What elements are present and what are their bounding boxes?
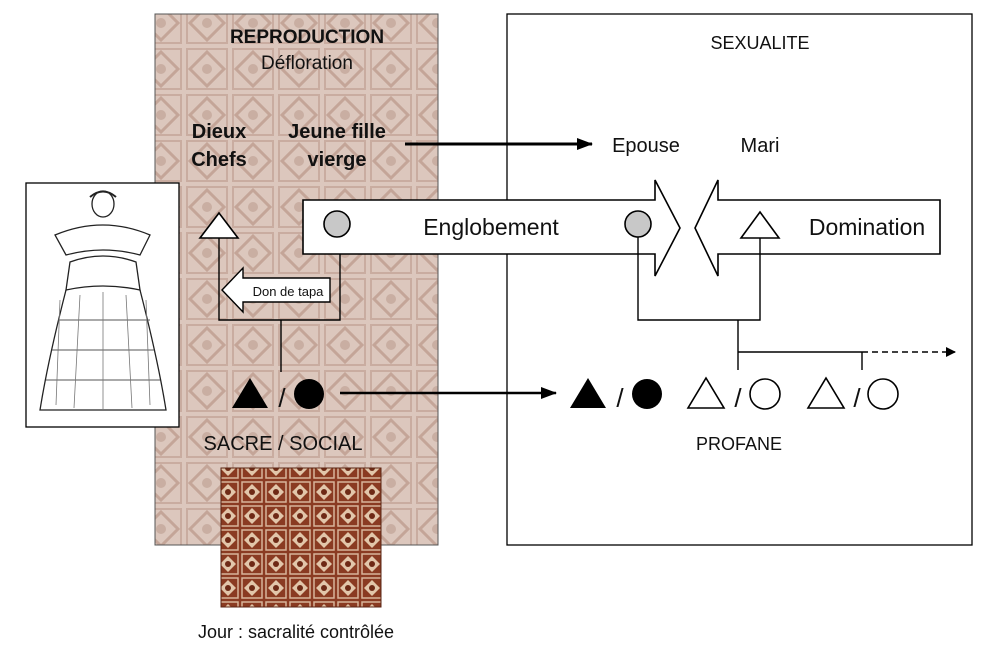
- girl-label-line2: vierge: [308, 149, 367, 171]
- caption-text: Jour : sacralité contrôlée: [198, 622, 394, 642]
- domination-label: Domination: [809, 214, 925, 240]
- reproduction-title: REPRODUCTION: [230, 27, 384, 48]
- profane-black-triangle: [570, 378, 606, 408]
- portrait-figure-image: [25, 182, 180, 428]
- profane-separator-1: /: [616, 383, 624, 413]
- girl-grey-circle: [323, 210, 351, 238]
- girl-label-line1: Jeune fille: [288, 121, 386, 143]
- husband-label: Mari: [741, 135, 780, 157]
- sexualite-title: SEXUALITE: [710, 33, 809, 53]
- sacred-black-circle: [294, 379, 324, 409]
- profane-white-circle-1: [749, 378, 781, 410]
- wife-grey-circle: [624, 210, 652, 238]
- profane-label: PROFANE: [696, 434, 782, 454]
- gods-label-line2: Chefs: [191, 149, 247, 171]
- wife-label: Epouse: [612, 135, 680, 157]
- sexualite-panel: [506, 13, 973, 546]
- gift-arrow: [221, 266, 331, 314]
- profane-black-circle: [632, 379, 662, 409]
- sacred-separator: /: [278, 383, 286, 413]
- englobement-label: Englobement: [423, 214, 559, 240]
- sacre-social-label: SACRE / SOCIAL: [204, 433, 363, 455]
- domination-arrow: [694, 179, 941, 277]
- gift-label: Don de tapa: [253, 284, 325, 299]
- profane-white-triangle-1: [686, 376, 726, 409]
- gods-label-line1: Dieux: [192, 121, 246, 143]
- englobement-arrow: [302, 179, 681, 277]
- sacred-black-triangle: [232, 378, 268, 408]
- defloration-subtitle: Défloration: [261, 53, 353, 74]
- marriage-bracket-lines: [637, 237, 863, 370]
- gift-bracket-lines: [218, 236, 341, 372]
- profane-separator-3: /: [853, 383, 861, 413]
- profane-white-triangle-2: [806, 376, 846, 409]
- tapa-cloth-image: [220, 467, 382, 608]
- profane-separator-2: /: [734, 383, 742, 413]
- profane-white-circle-2: [867, 378, 899, 410]
